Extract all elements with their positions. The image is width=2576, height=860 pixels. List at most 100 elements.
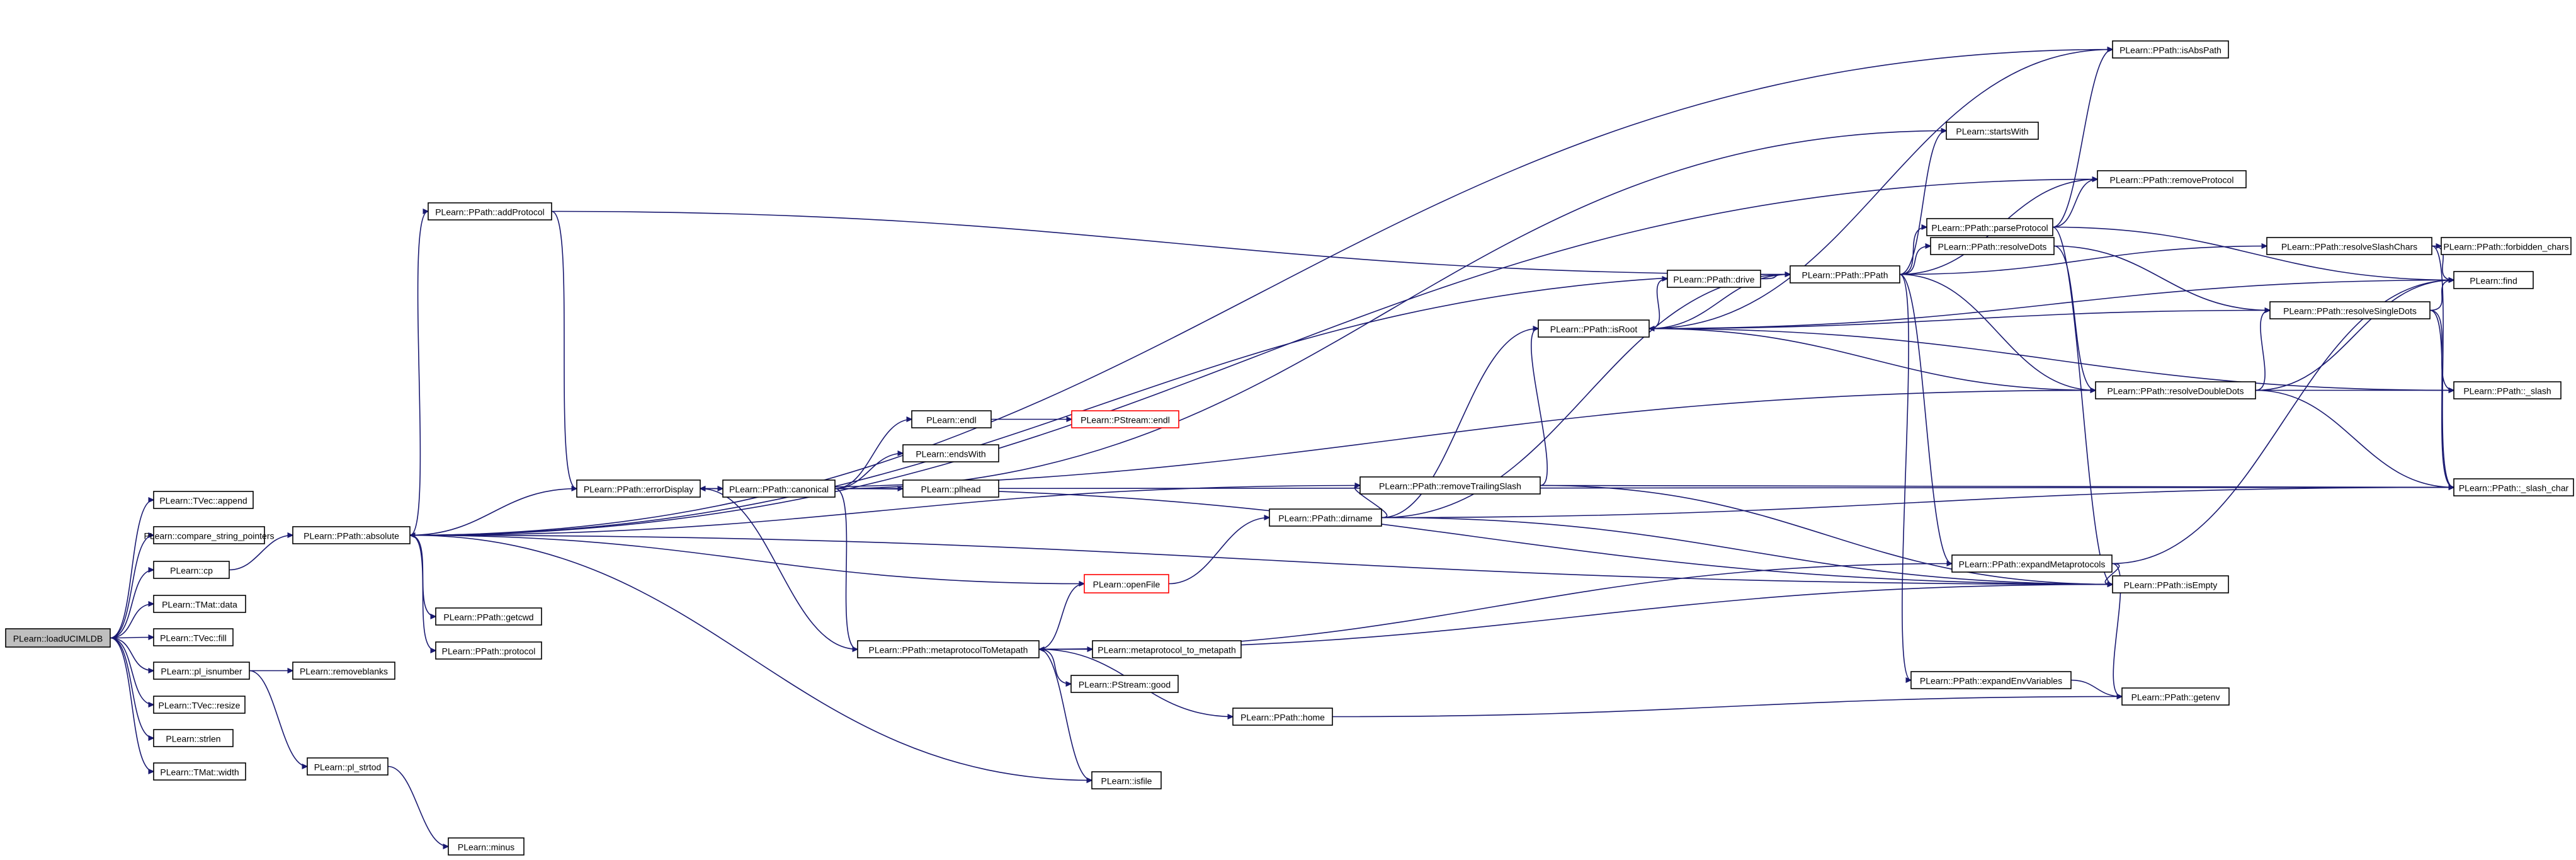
- node-tmat_data[interactable]: PLearn::TMat::data: [153, 595, 246, 613]
- node-forbidden_chars[interactable]: PLearn::PPath::forbidden_chars: [2441, 237, 2572, 255]
- node-box-home[interactable]: [1232, 708, 1333, 726]
- node-box-_slash_char[interactable]: [2453, 478, 2574, 496]
- node-box-startsWith[interactable]: [1946, 122, 2039, 140]
- node-errorDisplay[interactable]: PLearn::PPath::errorDisplay: [576, 479, 701, 498]
- node-box-getenv[interactable]: [2121, 687, 2230, 706]
- node-box-pl_isnumber[interactable]: [153, 662, 250, 680]
- node-box-removeblanks[interactable]: [292, 662, 395, 680]
- node-canonical[interactable]: PLearn::PPath::canonical: [722, 479, 836, 498]
- node-expandMetaprotocols[interactable]: PLearn::PPath::expandMetaprotocols: [1951, 554, 2113, 573]
- node-box-minus[interactable]: [448, 837, 525, 856]
- node-box-isRoot[interactable]: [1538, 319, 1650, 338]
- node-resolveSlashChars[interactable]: PLearn::PPath::resolveSlashChars: [2266, 237, 2432, 255]
- node-box-drive[interactable]: [1667, 270, 1761, 288]
- node-metaprotocol_to_metapath[interactable]: PLearn::metaprotocol_to_metapath: [1092, 640, 1242, 658]
- node-box-getcwd[interactable]: [435, 607, 542, 626]
- node-expandEnvVariables[interactable]: PLearn::PPath::expandEnvVariables: [1910, 671, 2072, 689]
- node-box-addProtocol[interactable]: [428, 202, 552, 221]
- node-removeblanks[interactable]: PLearn::removeblanks: [292, 662, 395, 680]
- node-box-tmat_width[interactable]: [153, 762, 246, 781]
- node-isRoot[interactable]: PLearn::PPath::isRoot: [1538, 319, 1650, 338]
- node-box-metaprotocol_to_metapath[interactable]: [1092, 640, 1242, 658]
- node-pstream_endl[interactable]: PLearn::PStream::endl: [1071, 410, 1179, 428]
- node-box-resolveDoubleDots[interactable]: [2095, 381, 2256, 399]
- node-resolveSingleDots[interactable]: PLearn::PPath::resolveSingleDots: [2269, 301, 2431, 319]
- node-home[interactable]: PLearn::PPath::home: [1232, 708, 1333, 726]
- node-find[interactable]: PLearn::find: [2453, 271, 2534, 289]
- node-isfile[interactable]: PLearn::isfile: [1091, 771, 1162, 789]
- node-resolveDoubleDots[interactable]: PLearn::PPath::resolveDoubleDots: [2095, 381, 2256, 399]
- node-box-tmat_data[interactable]: [153, 595, 246, 613]
- node-box-resolveDots[interactable]: [1930, 237, 2055, 255]
- node-tmat_width[interactable]: PLearn::TMat::width: [153, 762, 246, 781]
- node-parseProtocol[interactable]: PLearn::PPath::parseProtocol: [1926, 218, 2053, 236]
- node-box-removeTrailingSlash[interactable]: [1359, 476, 1541, 495]
- node-metaprotocolToMetapath[interactable]: PLearn::PPath::metaprotocolToMetapath: [857, 640, 1040, 658]
- node-box-protocol[interactable]: [435, 641, 542, 660]
- node-box-endl[interactable]: [911, 410, 992, 428]
- node-tvec_fill[interactable]: PLearn::TVec::fill: [153, 628, 234, 646]
- node-box-openFile[interactable]: [1084, 574, 1169, 593]
- node-box-pstream_good[interactable]: [1070, 675, 1179, 693]
- node-box-tvec_fill[interactable]: [153, 628, 234, 646]
- node-box-plhead[interactable]: [902, 479, 999, 498]
- node-box-pl_strtod[interactable]: [307, 757, 389, 776]
- node-loadUCIMLDB[interactable]: PLearn::loadUCIMLDB: [5, 628, 111, 648]
- node-removeTrailingSlash[interactable]: PLearn::PPath::removeTrailingSlash: [1359, 476, 1541, 495]
- node-box-pstream_endl[interactable]: [1071, 410, 1179, 428]
- node-box-canonical[interactable]: [722, 479, 836, 498]
- node-endsWith[interactable]: PLearn::endsWith: [902, 444, 999, 462]
- node-box-tvec_resize[interactable]: [153, 696, 246, 714]
- node-box-metaprotocolToMetapath[interactable]: [857, 640, 1040, 658]
- node-ppath[interactable]: PLearn::PPath::PPath: [1790, 265, 1900, 284]
- node-pl_strtod[interactable]: PLearn::pl_strtod: [307, 757, 389, 776]
- node-box-find[interactable]: [2453, 271, 2534, 289]
- node-isEmpty[interactable]: PLearn::PPath::isEmpty: [2112, 575, 2229, 593]
- node-getcwd[interactable]: PLearn::PPath::getcwd: [435, 607, 542, 626]
- node-absolute[interactable]: PLearn::PPath::absolute: [292, 526, 411, 544]
- node-box-isEmpty[interactable]: [2112, 575, 2229, 593]
- node-pstream_good[interactable]: PLearn::PStream::good: [1070, 675, 1179, 693]
- node-dirname[interactable]: PLearn::PPath::dirname: [1269, 508, 1382, 527]
- node-strlen[interactable]: PLearn::strlen: [153, 729, 234, 747]
- node-box-endsWith[interactable]: [902, 444, 999, 462]
- node-compare_string_pointers[interactable]: PLearn::compare_string_pointers: [144, 526, 275, 544]
- node-box-absolute[interactable]: [292, 526, 411, 544]
- node-box-compare_string_pointers[interactable]: [153, 526, 265, 544]
- node-endl[interactable]: PLearn::endl: [911, 410, 992, 428]
- node-box-strlen[interactable]: [153, 729, 234, 747]
- node-box-expandEnvVariables[interactable]: [1910, 671, 2072, 689]
- node-startsWith[interactable]: PLearn::startsWith: [1946, 122, 2039, 140]
- node-plhead[interactable]: PLearn::plhead: [902, 479, 999, 498]
- node-box-loadUCIMLDB[interactable]: [5, 628, 111, 648]
- node-box-dirname[interactable]: [1269, 508, 1382, 527]
- node-box-forbidden_chars[interactable]: [2441, 237, 2572, 255]
- node-tvec_resize[interactable]: PLearn::TVec::resize: [153, 696, 246, 714]
- node-pl_isnumber[interactable]: PLearn::pl_isnumber: [153, 662, 250, 680]
- node-box-cp[interactable]: [153, 561, 230, 579]
- node-box-removeProtocol[interactable]: [2097, 170, 2247, 188]
- node-box-isAbsPath[interactable]: [2112, 40, 2229, 59]
- node-tvec_append[interactable]: PLearn::TVec::append: [153, 491, 254, 509]
- node-box-resolveSingleDots[interactable]: [2269, 301, 2431, 319]
- node-drive[interactable]: PLearn::PPath::drive: [1667, 270, 1761, 288]
- node-box-resolveSlashChars[interactable]: [2266, 237, 2432, 255]
- node-_slash[interactable]: PLearn::PPath::_slash: [2453, 381, 2562, 399]
- node-box-ppath[interactable]: [1790, 265, 1900, 284]
- node-_slash_char[interactable]: PLearn::PPath::_slash_char: [2453, 478, 2574, 496]
- node-box-expandMetaprotocols[interactable]: [1951, 554, 2113, 573]
- node-isAbsPath[interactable]: PLearn::PPath::isAbsPath: [2112, 40, 2229, 59]
- node-cp[interactable]: PLearn::cp: [153, 561, 230, 579]
- node-box-parseProtocol[interactable]: [1926, 218, 2053, 236]
- node-addProtocol[interactable]: PLearn::PPath::addProtocol: [428, 202, 552, 221]
- node-minus[interactable]: PLearn::minus: [448, 837, 525, 856]
- node-box-errorDisplay[interactable]: [576, 479, 701, 498]
- node-openFile[interactable]: PLearn::openFile: [1084, 574, 1169, 593]
- node-box-_slash[interactable]: [2453, 381, 2562, 399]
- node-protocol[interactable]: PLearn::PPath::protocol: [435, 641, 542, 660]
- node-removeProtocol[interactable]: PLearn::PPath::removeProtocol: [2097, 170, 2247, 188]
- node-box-tvec_append[interactable]: [153, 491, 254, 509]
- node-resolveDots[interactable]: PLearn::PPath::resolveDots: [1930, 237, 2055, 255]
- node-box-isfile[interactable]: [1091, 771, 1162, 789]
- node-getenv[interactable]: PLearn::PPath::getenv: [2121, 687, 2230, 706]
